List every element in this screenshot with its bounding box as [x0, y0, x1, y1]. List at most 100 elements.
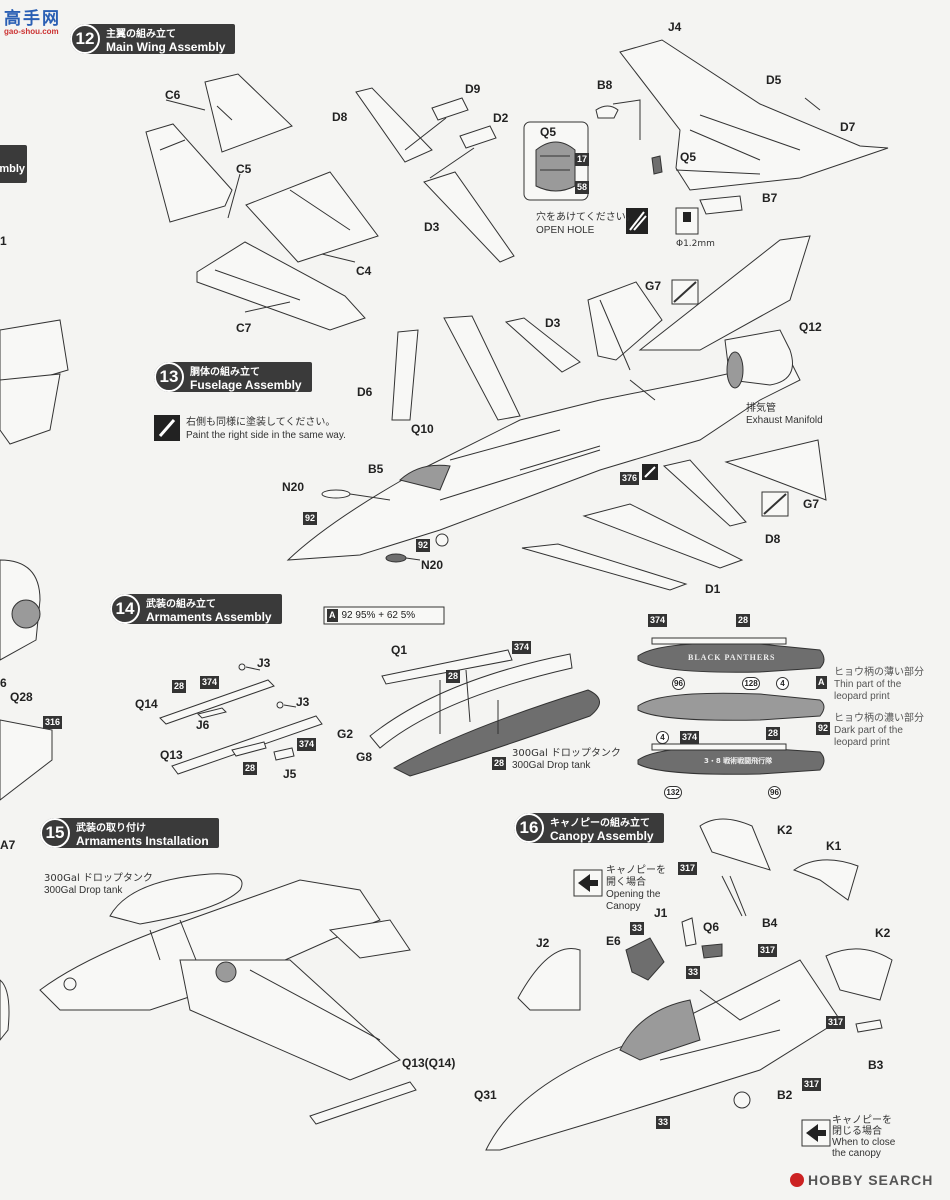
drill-size: Φ1.2mm [676, 239, 715, 249]
part-label-d2: D2 [493, 111, 509, 125]
canopy-assembly-drawing [485, 818, 893, 1151]
color-code-28-tank-top: 28 [736, 614, 751, 627]
canopy-open-jp1: キャノピーを [606, 865, 666, 876]
drill-hole-icons [626, 207, 699, 235]
color-code-374-q13: 374 [297, 738, 317, 751]
color-code-4-top: 4 [776, 677, 789, 690]
part-label-j5: J5 [283, 767, 297, 781]
part-label-g7-top: G7 [645, 279, 662, 293]
step-15-title-en: Armaments Installation [76, 833, 209, 848]
part-label-c7: C7 [236, 321, 252, 335]
open-hole-note-en: OPEN HOLE [536, 225, 595, 236]
wing-assembly-drawing [595, 39, 889, 215]
part-label-d7: D7 [840, 120, 856, 134]
part-label-j6: J6 [196, 718, 210, 732]
step-12-title-en: Main Wing Assembly [106, 39, 226, 54]
direction-arrow-icons [573, 869, 831, 1147]
exhaust-note-jp: 排気管 [746, 403, 776, 414]
legend-thin-en1: Thin part of the [834, 679, 902, 690]
tank-marking-text: BLACK PANTHERS [688, 653, 776, 662]
color-code-92-bottom: 92 [416, 539, 431, 552]
drop-tank-drawing [369, 649, 600, 777]
paint-right-note-en: Paint the right side in the same way. [186, 430, 346, 441]
legend-thin-code: A [816, 676, 827, 689]
tank-views-drawing [637, 637, 825, 775]
color-code-28-tank: 28 [492, 757, 507, 770]
part-label-n20-top: N20 [282, 480, 305, 494]
part-label-k2-right: K2 [875, 926, 891, 940]
legend-dark-code: 92 [816, 722, 831, 735]
fuselage-drawing [286, 235, 827, 591]
part-label-q12: Q12 [799, 320, 822, 334]
color-code-376: 376 [620, 472, 640, 485]
color-code-92-top: 92 [303, 512, 318, 525]
paint-mix-code: A [327, 609, 338, 622]
drop-tank-note-en: 300Gal Drop tank [512, 760, 591, 771]
step-12-title-jp: 主翼の組み立て [106, 28, 176, 40]
part-label-b8: B8 [597, 78, 613, 92]
no-paint-icons [671, 279, 789, 517]
legend-dark-en1: Dark part of the [834, 725, 903, 736]
part-label-d5: D5 [766, 73, 782, 87]
drop-tank-note-jp: 300Gal ドロップタンク [512, 748, 621, 759]
canopy-close-jp1: キャノピーを [832, 1115, 892, 1126]
left-edge-fragments [0, 319, 69, 1041]
part-label-q10: Q10 [411, 422, 434, 436]
previous-step-header-fragment: ssembly [0, 145, 27, 183]
watermark-bottom: HOBBY SEARCH [790, 1172, 933, 1188]
tank-marking-jp: 3・8 戦術戦闘飛行隊 [704, 757, 773, 765]
color-code-317-b3: 317 [826, 1016, 846, 1029]
color-code-317-b2: 317 [802, 1078, 822, 1091]
armament-installation-drawing [39, 873, 417, 1125]
color-code-33-j1: 33 [630, 922, 645, 935]
color-code-33-e6: 33 [686, 966, 701, 979]
legend-dark-jp: ヒョウ柄の濃い部分 [834, 713, 924, 724]
color-code-317-open: 317 [678, 862, 698, 875]
part-label-b5: B5 [368, 462, 384, 476]
part-label-c5: C5 [236, 162, 252, 176]
part-label-q31: Q31 [474, 1088, 497, 1102]
part-label-d6: D6 [357, 385, 373, 399]
paint-mix-ratio: 92 95% + 62 5% [341, 610, 416, 621]
part-label-q28: Q28 [10, 690, 33, 704]
previous-step-title: ssembly [0, 163, 25, 175]
part-label-n20-bottom: N20 [421, 558, 444, 572]
canopy-close-en1: When to close [832, 1137, 896, 1148]
watermark-bottom-text: HOBBY SEARCH [808, 1172, 934, 1188]
step-16-title-jp: キャノピーの組み立て [550, 817, 650, 829]
part-label-g2: G2 [337, 727, 354, 741]
drop-tank-install-note-en: 300Gal Drop tank [44, 885, 123, 896]
part-label-q1: Q1 [391, 643, 408, 657]
step-16-title-en: Canopy Assembly [550, 828, 654, 843]
hobby-search-icon [790, 1173, 804, 1187]
step-12-number: 12 [70, 24, 100, 54]
part-label-j2: J2 [536, 936, 550, 950]
part-label-j1: J1 [654, 906, 668, 920]
paint-brush-icons [154, 415, 658, 480]
part-label-d8: D8 [332, 110, 348, 124]
part-label-q13-q14: Q13(Q14) [402, 1056, 456, 1070]
legend-thin-jp: ヒョウ柄の薄い部分 [834, 667, 924, 678]
color-code-132: 132 [664, 786, 682, 799]
step-14-title-en: Armaments Assembly [146, 609, 272, 624]
canopy-open-en1: Opening the [606, 889, 661, 900]
part-label-b2: B2 [777, 1088, 793, 1102]
color-code-28-tank-bottom: 28 [766, 727, 781, 740]
part-label-k1: K1 [826, 839, 842, 853]
part-label-b4: B4 [762, 916, 778, 930]
part-label-q14: Q14 [135, 697, 158, 711]
step-13-number: 13 [154, 362, 184, 392]
color-code-374-q1: 374 [512, 641, 532, 654]
part-label-d3: D3 [424, 220, 440, 234]
color-code-128: 128 [742, 677, 760, 690]
canopy-close-jp2: 閉じる場合 [832, 1126, 882, 1137]
color-code-374-tank-bottom: 374 [680, 731, 700, 744]
part-label-e6: E6 [606, 934, 621, 948]
color-code-28-q13: 28 [243, 762, 258, 775]
step-14-number: 14 [110, 594, 140, 624]
part-label-a7: A7 [0, 838, 16, 852]
